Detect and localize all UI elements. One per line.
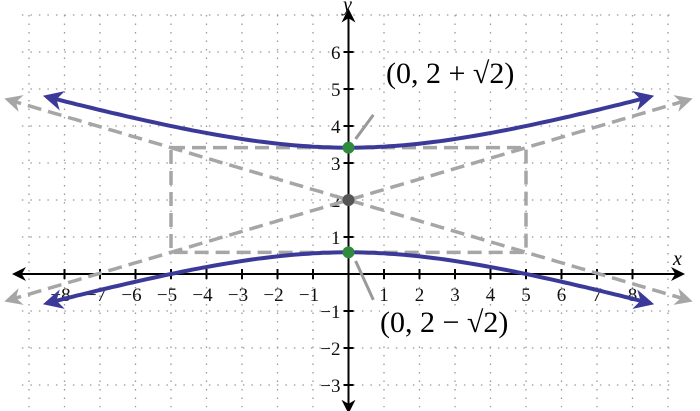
x-tick-label: 3 (450, 285, 460, 306)
y-tick-label: −3 (320, 376, 340, 397)
data-point (342, 141, 355, 154)
x-tick-label: 5 (521, 285, 531, 306)
data-point (342, 194, 355, 206)
x-tick-label: −1 (299, 285, 319, 306)
x-tick-label: −5 (157, 285, 177, 306)
y-tick-label: 5 (331, 80, 341, 101)
x-tick-label: 8 (628, 285, 638, 306)
annotation-upper-vertex: (0, 2 + √2) (386, 57, 515, 91)
y-tick-label: 6 (331, 43, 341, 64)
x-tick-label: 1 (379, 285, 389, 306)
annotation-leader-lower (354, 260, 375, 301)
x-tick-label: 6 (557, 285, 567, 306)
x-tick-label: 4 (486, 285, 496, 306)
annotation-lower-vertex: (0, 2 − √2) (380, 306, 509, 340)
x-tick-label: 2 (415, 285, 425, 306)
y-tick-label: −2 (320, 339, 340, 360)
y-tick-label: 3 (331, 154, 341, 175)
y-tick-label: 4 (331, 117, 341, 138)
y-axis-label: y (343, 0, 352, 16)
y-tick-label: −1 (320, 302, 340, 323)
y-tick-label: 1 (331, 228, 341, 249)
annotation-leader-upper (354, 114, 375, 140)
x-tick-label: −6 (121, 285, 141, 306)
x-tick-label: −3 (228, 285, 248, 306)
x-axis-label: x (673, 248, 682, 270)
x-tick-label: −4 (192, 285, 213, 306)
asymptote-line (4, 95, 693, 305)
data-point (342, 246, 355, 259)
x-tick-label: −2 (263, 285, 283, 306)
